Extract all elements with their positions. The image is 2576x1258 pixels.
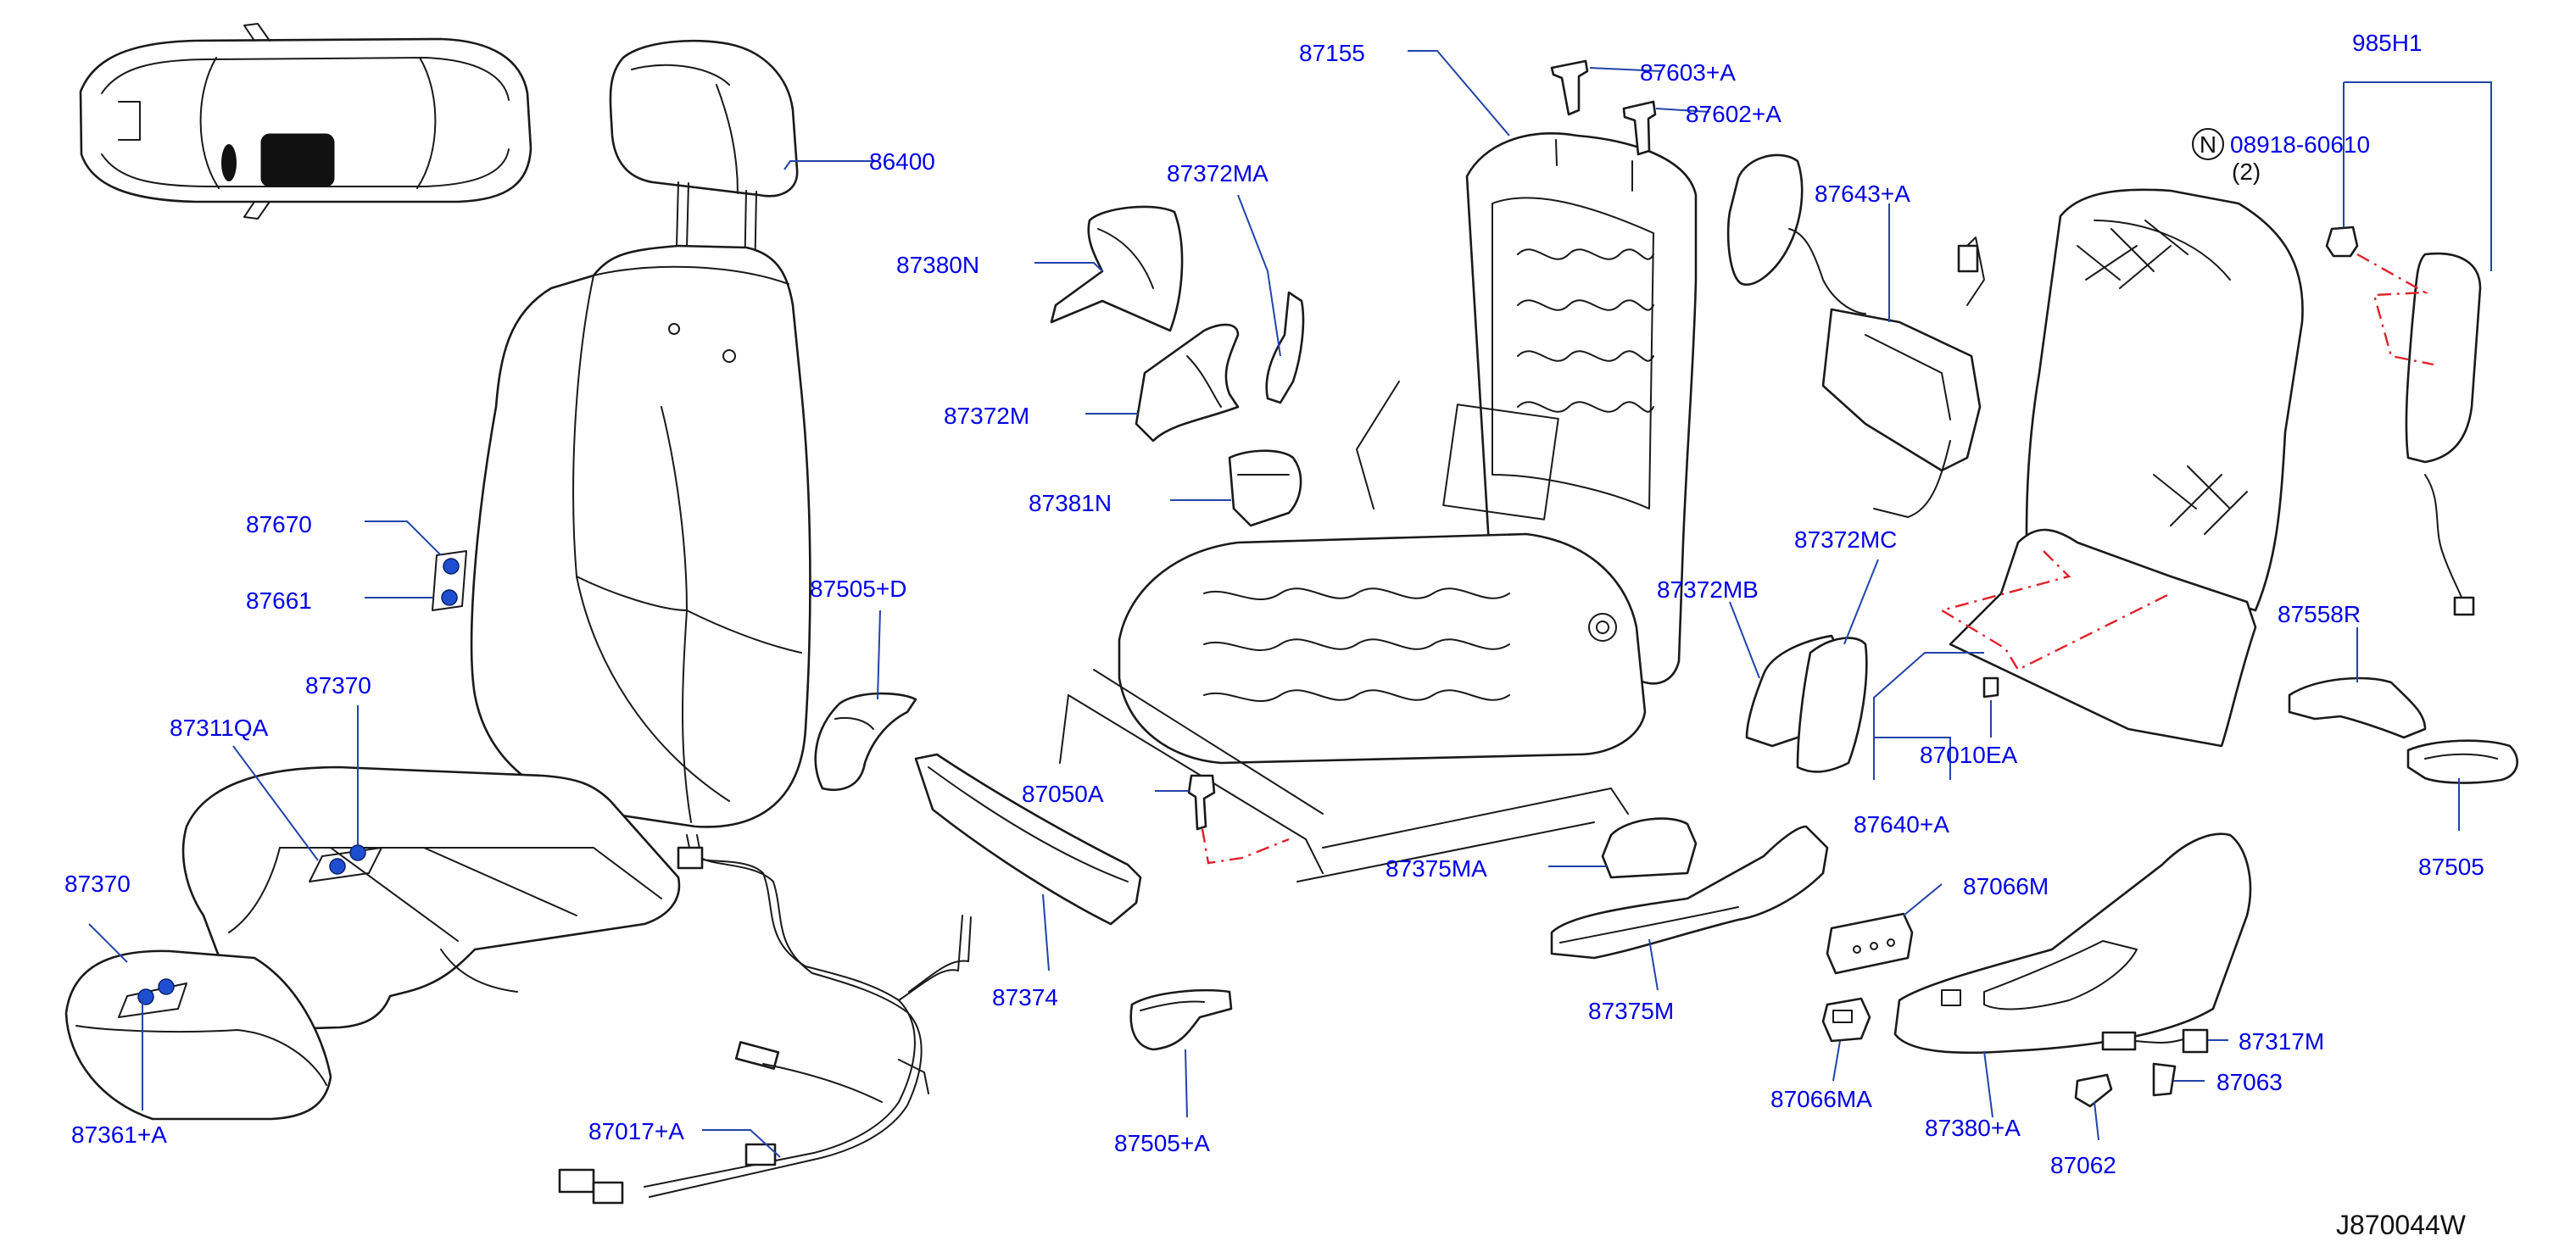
finisher-87505d-part (814, 692, 917, 791)
label-87375m: 87375M (1588, 998, 1674, 1024)
label-87640a: 87640+A (1854, 811, 1949, 838)
label-87010ea: 87010EA (1920, 742, 2018, 768)
seat-front-pad-part (64, 949, 332, 1121)
label-87372ma: 87372MA (1167, 160, 1268, 186)
label-86400: 86400 (869, 148, 935, 175)
vehicle-locator-icon (79, 23, 532, 220)
finisher-87558r-part (2288, 676, 2427, 739)
finisher-87372mc-part (1796, 637, 1868, 773)
finisher-87380a-part (1893, 832, 2252, 1055)
label-985h1: 985H1 (2352, 30, 2423, 56)
label-87603a: 87603+A (1640, 59, 1736, 86)
finisher-87381n-part (1228, 449, 1302, 527)
wire-harness-part (558, 834, 972, 1205)
label-87558r: 87558R (2278, 601, 2361, 627)
label-87505: 87505 (2418, 854, 2484, 880)
finisher-87505-part (2406, 739, 2518, 784)
seat-cushion-part (181, 765, 681, 1032)
n-symbol-icon: N (2192, 128, 2224, 160)
label-87505d: 87505+D (810, 576, 906, 602)
finisher-87372m-part (1135, 323, 1240, 443)
label-87372mc: 87372MC (1794, 526, 1897, 553)
label-87381n: 87381N (1029, 490, 1112, 516)
label-87062: 87062 (2050, 1152, 2116, 1178)
switch-87066m-part (1826, 912, 1914, 975)
label-87380a: 87380+A (1925, 1115, 2021, 1141)
n-symbol-letter: N (2200, 131, 2216, 158)
clip-87010ea-part (1982, 676, 1999, 699)
label-87361a: 87361+A (71, 1122, 167, 1148)
clip-87603a-part (1550, 59, 1589, 116)
label-87155: 87155 (1299, 40, 1365, 66)
finisher-87372ma-part (1265, 291, 1305, 404)
label-87505a: 87505+A (1114, 1130, 1210, 1156)
finisher-87380n-part (1050, 205, 1184, 332)
headrest-part (609, 39, 799, 282)
seatback-board-part (1949, 188, 2304, 748)
seat-frame-part (1059, 132, 1698, 882)
label-08918-60610: 08918-60610 (2230, 131, 2370, 158)
finisher-87374-part (914, 753, 1142, 926)
clip-87602a-part (1622, 100, 1657, 156)
label-87372m: 87372M (944, 403, 1029, 429)
label-87643a: 87643+A (1815, 181, 1910, 207)
label-87050a: 87050A (1022, 781, 1104, 807)
label-quantity-2: (2) (2232, 159, 2261, 185)
label-87375ma: 87375MA (1386, 855, 1487, 882)
label-87370-lower: 87370 (64, 871, 131, 897)
label-87017a: 87017+A (588, 1118, 684, 1144)
phantom-lines (1201, 253, 2434, 865)
side-airbag-part (2325, 225, 2482, 616)
airbag-module-part (1726, 153, 1985, 518)
label-87066ma: 87066MA (1770, 1086, 1872, 1112)
finisher-87505a-part (1129, 988, 1233, 1051)
label-87670: 87670 (246, 511, 312, 537)
diagram-code: J870044W (2336, 1210, 2467, 1240)
leader-lines (88, 50, 2492, 1158)
knob-87063-part (2152, 1062, 2177, 1097)
knob-87062-part (2074, 1073, 2113, 1108)
switch-87066ma-part (1821, 997, 1871, 1043)
finisher-87375ma-part (1601, 817, 1698, 879)
label-87661: 87661 (246, 587, 312, 614)
label-87370-upper: 87370 (305, 672, 371, 699)
label-87311qa: 87311QA (170, 715, 269, 741)
label-87372mb: 87372MB (1657, 576, 1759, 603)
label-87066m: 87066M (1963, 873, 2049, 899)
label-87063: 87063 (2216, 1069, 2283, 1095)
finisher-87375m-part (1550, 825, 1829, 960)
label-87374: 87374 (992, 984, 1058, 1010)
clip-marker-87670 (432, 550, 467, 611)
seat-back-cushion-part (470, 244, 811, 828)
label-87317m: 87317M (2239, 1028, 2324, 1055)
label-87602a: 87602+A (1686, 101, 1781, 127)
harness-87317m-part (2101, 1028, 2209, 1054)
label-87380n: 87380N (896, 252, 979, 278)
bolt-87050a-part (1187, 774, 1216, 831)
part-labels: 86400 87155 87603+A 87602+A 985H1 N 0891… (64, 30, 2484, 1240)
clip-marker-87311qa (309, 844, 382, 882)
